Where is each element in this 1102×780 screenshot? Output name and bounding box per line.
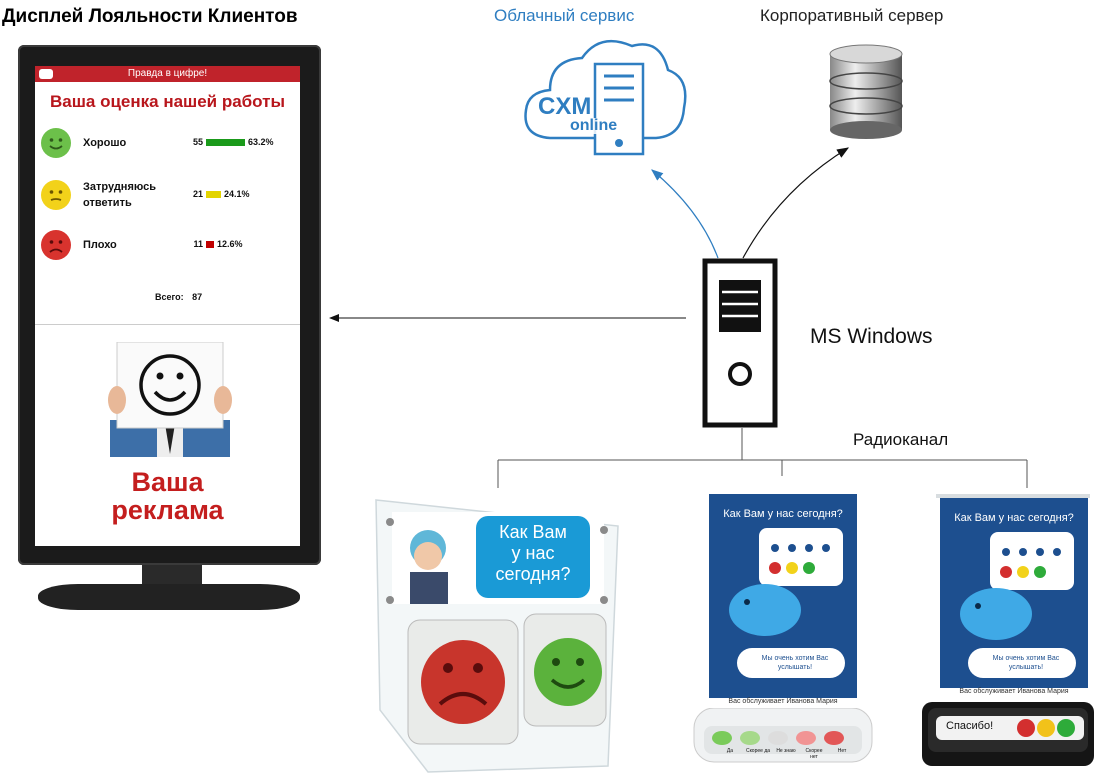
tent2-footer: Вас обслуживает Иванова Мария	[940, 688, 1088, 700]
button-no-icon	[824, 731, 844, 745]
rating-count: 21	[192, 189, 203, 199]
button-dont-know-icon	[768, 731, 788, 745]
total-count: Всего: 87	[155, 292, 202, 302]
button-rather-no-icon	[796, 731, 816, 745]
rating-count: 11	[193, 239, 203, 249]
screen-heading: Ваша оценка нашей работы	[50, 92, 285, 111]
screen-divider	[35, 324, 300, 325]
button-label: Скорее нет	[805, 748, 823, 760]
tent1-button-base	[693, 708, 873, 763]
tent1-button-labels: Да Скорее да Не знаю Скорее нет Нет	[712, 748, 862, 760]
button-green-icon	[1057, 719, 1075, 737]
ms-windows-label: MS Windows	[810, 325, 933, 348]
tent2-speech-line2: услышать!	[1008, 664, 1044, 671]
cloud-service-label: Облачный сервис	[494, 6, 635, 25]
rating-label: Хорошо	[83, 137, 127, 149]
radio-channel-label: Радиоканал	[853, 430, 949, 449]
table-tent-device-1: Как Вам у нас сегодня? Мы очень хотим Ва…	[709, 494, 857, 698]
tent1-illustration	[729, 528, 845, 678]
rating-percent: 63.2%	[248, 137, 274, 147]
ad-line-2: реклама	[111, 495, 224, 525]
rating-label-line2: ответить	[83, 197, 132, 209]
button-label: Не знаю	[776, 748, 796, 754]
monitor-stand-neck	[142, 565, 202, 587]
button-label: Нет	[837, 748, 847, 754]
neutral-face-icon	[41, 180, 71, 210]
rating-row-good: Хорошо 55 63.2%	[39, 126, 297, 162]
windows-server-tower-icon	[702, 258, 778, 428]
rating-bar	[206, 241, 214, 248]
cxm-logo-text: CXM	[538, 93, 592, 120]
smile-face-icon	[41, 128, 71, 158]
button-label: Да	[726, 748, 734, 754]
rating-row-bad: Плохо 11 12.6%	[39, 228, 297, 264]
button-yes-icon	[712, 731, 732, 745]
tent1-speech-line2: услышать!	[777, 664, 813, 671]
screen-bar-title: Правда в цифре!	[127, 68, 208, 79]
acrylic-stand-device	[375, 499, 619, 773]
arrow-to-corporate-server	[742, 147, 850, 259]
rating-bar	[206, 139, 245, 146]
tent2-speech-line1: Мы очень хотим Вас	[992, 655, 1060, 662]
tent2-button-base	[922, 702, 1094, 766]
tent1-question: Как Вам у нас сегодня?	[723, 508, 843, 520]
total-value: 87	[192, 292, 203, 302]
tent1-speech: Мы очень хотим Вас услышать!	[737, 654, 853, 672]
rating-count: 55	[192, 137, 203, 147]
stand-question-line2: у нас	[511, 543, 555, 563]
tent1-speech-line1: Мы очень хотим Вас	[761, 655, 829, 662]
stand-question-line3: сегодня?	[495, 564, 571, 584]
ad-line-1: Ваша	[131, 467, 204, 497]
rating-percent: 12.6%	[217, 239, 243, 249]
stand-question-line1: Как Вам	[499, 522, 567, 542]
rating-row-neutral: Затрудняюсь ответить 21 24.1%	[39, 178, 297, 214]
tent2-question: Как Вам у нас сегодня?	[954, 512, 1074, 524]
monitor-screen: Правда в цифре! Ваша оценка нашей работы…	[35, 66, 300, 546]
smiley-sign-photo	[108, 342, 232, 457]
monitor-stand-base	[38, 584, 300, 610]
tent2-thanks-label: Спасибо!	[946, 720, 994, 732]
ad-text: Ваша реклама	[35, 468, 300, 524]
rating-label: Затрудняюсь	[83, 181, 156, 193]
stand-question: Как Вам у нас сегодня?	[478, 522, 588, 585]
online-logo-text: online	[570, 117, 618, 134]
tent2-acrylic-top	[936, 494, 1090, 498]
button-yellow-icon	[1037, 719, 1055, 737]
tent2-illustration	[960, 532, 1076, 678]
button-label: Скорее да	[745, 748, 771, 754]
screen-top-bar: Правда в цифре!	[35, 66, 300, 82]
rating-label: Плохо	[83, 239, 117, 251]
diagram-title: Дисплей Лояльности Клиентов	[2, 6, 298, 27]
database-icon	[829, 44, 903, 139]
corporate-server-label: Корпоративный сервер	[760, 6, 944, 25]
table-tent-device-2: Как Вам у нас сегодня? Мы очень хотим Ва…	[940, 498, 1088, 688]
rating-bar	[206, 191, 221, 198]
tent1-footer: Вас обслуживает Иванова Мария	[709, 698, 857, 710]
sad-face-icon	[41, 230, 71, 260]
button-red-icon	[1017, 719, 1035, 737]
arrow-to-cloud	[651, 169, 719, 259]
tent2-speech: Мы очень хотим Вас услышать!	[968, 654, 1084, 672]
rating-percent: 24.1%	[224, 189, 250, 199]
button-rather-yes-icon	[740, 731, 760, 745]
total-label: Всего:	[155, 292, 184, 302]
chat-logo-icon	[39, 69, 53, 79]
